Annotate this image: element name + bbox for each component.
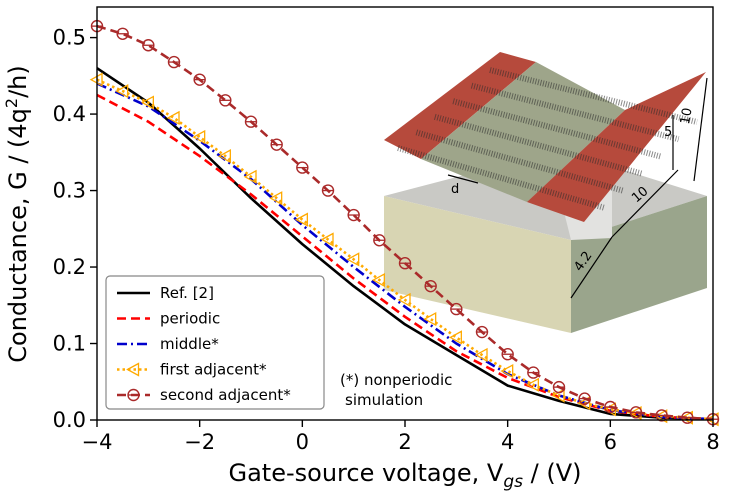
nanotube-stripes [397,67,698,211]
x-tick-label: −4 [82,430,113,454]
nanotube-stripe [434,113,643,177]
x-tick-label: −2 [184,430,215,454]
y-axis-label-suffix: /h) [4,65,32,98]
series-3-point [115,84,129,99]
dim-d-line [447,174,479,184]
y-tick-label: 0.0 [53,408,86,432]
series-line-0 [96,67,714,421]
x-tick-label: 8 [706,430,719,454]
legend: Ref. [2] periodic middle* first adjacent* se… [105,275,325,410]
annotation-line-2: simulation [345,391,423,409]
legend-label-0: Ref. [2] [160,284,214,302]
series-3-point [140,95,154,110]
series-3-point [371,272,385,288]
legend-label-1: periodic [160,310,220,328]
y-axis-label: Conductance, G / (4q2/h) [2,65,32,363]
series-3-point [474,347,488,363]
y-tick-label: 0.5 [53,26,86,50]
dim-d-label: d [451,182,459,197]
x-axis-label-main: Gate-source voltage, V [229,459,504,487]
series-3-point [320,232,334,247]
x-tick-label: 6 [604,430,617,454]
series-3-point [448,330,462,345]
y-axis-label-main: Conductance, G / (4q [4,108,32,363]
nanotube-stripe [470,82,680,143]
x-axis-label-sub: gs [503,472,523,492]
series-layer [89,19,720,427]
legend-box [105,275,325,410]
series-3-point [525,377,539,392]
nanotube-stripe [415,129,625,194]
series-3-point [269,191,283,206]
series-3-point [243,169,257,184]
dim-width-line [570,236,613,299]
series-3-point [166,110,180,125]
y-tick-label: 0.1 [53,332,86,356]
x-tick-label: 2 [398,430,411,454]
x-tick-label: 4 [501,430,514,454]
nanotube-stripe [489,67,698,125]
legend-label-2: middle* [160,335,219,353]
legend-label-4: second adjacent* [160,386,291,404]
annotation-line-1: (*) nonperiodic [340,371,452,389]
dim-gap-label: 5 [664,125,672,140]
series-line-2 [96,82,714,421]
ticks: −4 −2 0 2 4 6 8 0.0 0.1 0.2 0.3 0.4 0.5 [53,26,720,454]
legend-marker-3 [126,362,140,377]
device-schematic-inset: d 4.2 10 5 10 [384,52,708,333]
y-tick-label: 0.3 [53,179,86,203]
series-3-point [423,311,437,327]
nanotube-stripe [397,145,606,211]
y-tick-label: 0.4 [53,102,86,126]
series-3-point [192,129,206,145]
dim-height-line [693,77,708,182]
series-3-point [500,363,514,379]
nanotube-stripe [452,98,661,160]
x-tick-label: 0 [296,430,309,454]
x-axis-label: Gate-source voltage, Vgs / (V) [229,459,582,492]
substrate-front-face [384,196,571,333]
series-3-point [217,149,231,164]
series-3-point [397,292,411,308]
y-axis-label-sup: 2 [2,98,21,108]
series-line-3 [96,78,714,421]
y-tick-label: 0.2 [53,255,86,279]
dim-length-line [611,169,679,238]
series-3-point [577,396,591,411]
series-3-point [294,212,308,227]
legend-label-3: first adjacent* [160,361,267,379]
dim-height-label: 10 [678,107,696,126]
series-3-point [346,252,360,267]
x-axis-label-unit: / (V) [523,459,582,487]
